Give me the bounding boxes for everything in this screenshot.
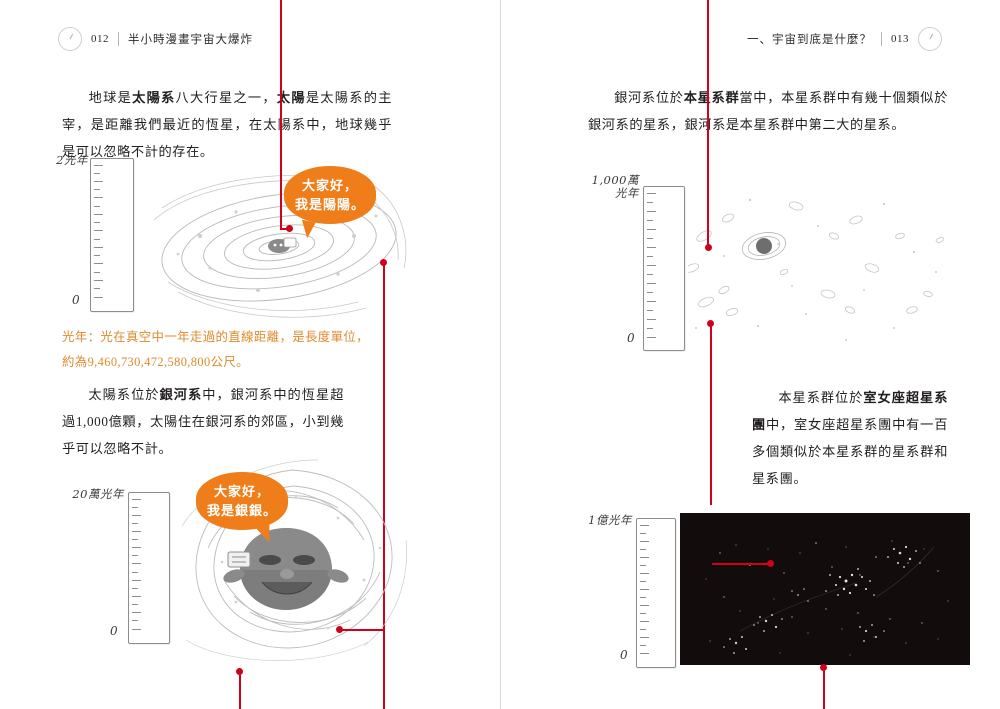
- run-text: 中，銀河系中的恆星超過1,000億顆，太陽住在銀河系的郊區，小到幾乎可以忽略不計…: [62, 387, 344, 456]
- paragraph-virgo-supercluster: 本星系群位於室女座超星系團中，室女座超星系團中有一百多個類似於本星系群的星系群和…: [752, 384, 948, 492]
- virgo-supercluster-illustration: [680, 513, 970, 665]
- pointer-sun-horizontal: [280, 228, 289, 230]
- pointer-localgroup-dot: [704, 244, 712, 251]
- run-text: 當中，本星系群中有幾十個類似於銀河系的星系，銀河系是本星系群中第二大的星系。: [588, 90, 949, 132]
- pointer-milkyway-bottom-line: [238, 671, 241, 709]
- note-light-year: 光年：光在真空中一年走過的直線距離，是長度單位， 約為9,460,730,472…: [62, 325, 402, 375]
- term-local-group: 本星系群: [683, 90, 740, 105]
- running-head-divider-right: [881, 32, 882, 46]
- run-text: 地球是: [88, 90, 133, 105]
- ruler-10m-zero-label: 0: [627, 331, 635, 345]
- ruler-10m-body: [643, 186, 685, 351]
- paragraph-local-group: 銀河系位於本星系群當中，本星系群中有幾十個類似於銀河系的星系，銀河系是本星系群中…: [588, 84, 948, 138]
- paragraph-earth-sun: 地球是太陽系八大行星之一，太陽是太陽系的主宰，是距離我們最近的恆星，在太陽系中，…: [62, 84, 392, 165]
- pointer-milkyway-dot: [336, 626, 343, 633]
- note-line-2: 約為9,460,730,472,580,800公尺。: [62, 355, 249, 369]
- pointer-localgroup-vertical: [707, 0, 709, 246]
- ruler-10m-top-label-line2: 光年: [615, 186, 639, 200]
- term-sun: 太陽: [276, 90, 306, 105]
- bubble-galaxy-line2: 我是銀銀。: [206, 503, 277, 518]
- milky-way-highlight: [741, 232, 787, 260]
- ruler-200k-zero-label: 0: [110, 624, 118, 638]
- local-group-illustration: [688, 180, 948, 350]
- running-head-divider-left: [118, 32, 119, 46]
- run-text: 八大行星之一，: [175, 90, 277, 105]
- milky-way-spiral-sketch: [181, 459, 407, 661]
- run-text: 太陽系位於: [88, 387, 160, 402]
- pointer-milkyway-horizontal: [342, 628, 384, 631]
- ruler-200k-top-label: 20萬光年: [72, 487, 124, 501]
- ruler-100m-body: [636, 518, 676, 668]
- paragraph-solar-in-galaxy: 太陽系位於銀河系中，銀河系中的恆星超過1,000億顆，太陽住在銀河系的郊區，小到…: [62, 381, 344, 462]
- clock-icon: [918, 27, 942, 51]
- right-page: 一、宇宙到底是什麼？ 013 銀河系位於本星系群當中，本星系群中有幾十個類似於銀…: [500, 0, 1000, 709]
- ruler-10m-top-label-line1: 1,000萬: [591, 173, 639, 187]
- bubble-sun-line1: 大家好，: [301, 178, 358, 193]
- book-title: 半小時漫畫宇宙大爆炸: [128, 34, 253, 46]
- virgo-supercluster-starfield: [705, 540, 949, 656]
- pointer-sun-vertical: [280, 0, 282, 230]
- running-head-left: 012 半小時漫畫宇宙大爆炸: [58, 26, 253, 52]
- run-text: 本星系群位於: [778, 390, 864, 405]
- bubble-galaxy: 大家好， 我是銀銀。: [196, 472, 288, 545]
- ruler-2ly-zero-label: 0: [72, 293, 80, 307]
- page-folio-left: 012: [91, 33, 109, 45]
- pointer-solar-edge-line: [382, 262, 385, 709]
- running-head-right: 一、宇宙到底是什麼？ 013: [747, 26, 942, 52]
- solar-system-illustration: [148, 150, 410, 325]
- term-solar-system: 太陽系: [132, 90, 176, 105]
- run-text: 中，室女座超星系團中有一百多個類似於本星系群的星系群和星系團。: [752, 417, 948, 486]
- ruler-10m-top-label: 1,000萬 光年: [587, 174, 639, 200]
- pointer-starfield-dot: [767, 560, 774, 567]
- pointer-starfield-bottom-line: [822, 667, 825, 709]
- page-gutter-rule: [500, 0, 501, 709]
- pointer-sun-dot: [286, 225, 293, 232]
- term-virgo-supercluster: 室女座超星系團: [752, 390, 948, 432]
- ruler-200k-body: [128, 492, 170, 644]
- note-line-1: 光年：光在真空中一年走過的直線距離，是長度單位，: [62, 330, 369, 344]
- chapter-title: 一、宇宙到底是什麼？: [747, 34, 872, 46]
- left-page: 012 半小時漫畫宇宙大爆炸 地球是太陽系八大行星之一，太陽是太陽系的主宰，是距…: [0, 0, 500, 709]
- sun-character-small: [268, 237, 297, 253]
- character-sign: [227, 551, 251, 568]
- pointer-starfield-horizontal: [712, 563, 770, 565]
- milky-way-illustration: [178, 452, 410, 667]
- local-group-galaxies-sketch: [688, 198, 945, 341]
- bubble-sun: 大家好， 我是陽陽。: [284, 166, 376, 240]
- ruler-2ly-body: [90, 158, 134, 312]
- ruler-100m-zero-label: 0: [620, 648, 628, 662]
- ruler-2ly-top-label: 2光年: [56, 153, 88, 167]
- ruler-100m-top-label: 1億光年: [588, 513, 632, 527]
- bubble-galaxy-line1: 大家好，: [213, 484, 270, 499]
- galaxy-character: [223, 528, 349, 610]
- term-milky-way: 銀河系: [159, 387, 203, 402]
- page-folio-right: 013: [891, 33, 909, 45]
- bubble-sun-line2: 我是陽陽。: [294, 197, 365, 212]
- run-text: 銀河系位於: [614, 90, 684, 105]
- run-text: 是太陽系的主宰，是距離我們最近的恆星，在太陽系中，地球幾乎是可以忽略不計的存在。: [62, 90, 392, 159]
- pointer-localgroup-edge-line: [709, 323, 712, 505]
- clock-icon: [58, 27, 82, 51]
- solar-system-sketch: [153, 174, 407, 318]
